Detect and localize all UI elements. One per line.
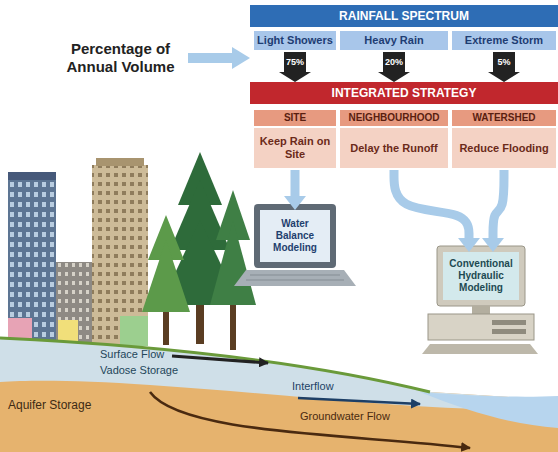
node-text: Light Showers bbox=[257, 34, 333, 47]
flow-label: Groundwater Flow bbox=[300, 410, 390, 423]
percentage-label: 75% bbox=[286, 57, 304, 67]
flow-connector bbox=[394, 170, 469, 238]
connector-group bbox=[482, 170, 504, 252]
connector-arrowhead bbox=[284, 196, 306, 210]
connector-arrowhead bbox=[458, 238, 480, 252]
disk-slot bbox=[492, 329, 526, 334]
surface-flow-arrow bbox=[172, 356, 268, 363]
connector-group bbox=[284, 170, 306, 210]
flow-label: Interflow bbox=[292, 380, 334, 393]
rainfall-box: Heavy Rain bbox=[340, 31, 448, 50]
laptop-bezel bbox=[254, 204, 336, 268]
laptop-base bbox=[234, 270, 356, 286]
scale-heading: SITE bbox=[254, 110, 336, 126]
node-text: RAINFALL SPECTRUM bbox=[254, 9, 554, 23]
volume-arrow bbox=[378, 52, 410, 82]
laptop-keys bbox=[246, 275, 344, 280]
strategy-box: WATERSHED Reduce Flooding bbox=[452, 110, 556, 168]
connector-group bbox=[488, 52, 520, 82]
monitor-stand bbox=[472, 306, 490, 314]
strategy-text: Reduce Flooding bbox=[452, 128, 556, 168]
flow-label: Aquifer Storage bbox=[8, 398, 91, 412]
node-text: Extreme Storm bbox=[455, 34, 553, 47]
pointer-arrow bbox=[188, 53, 234, 63]
tower-building bbox=[92, 165, 148, 345]
tower-building bbox=[8, 178, 56, 344]
volume-arrow bbox=[279, 52, 311, 82]
screen-box: Conventional Hydraulic Modeling bbox=[443, 252, 519, 300]
connector-group bbox=[279, 52, 311, 82]
node-text: Heavy Rain bbox=[343, 34, 445, 47]
strategy-box: NEIGHBOURHOOD Delay the Runoff bbox=[340, 110, 448, 168]
interflow-arrow bbox=[298, 398, 420, 404]
ground-surface bbox=[0, 338, 430, 392]
connector-group bbox=[378, 52, 410, 82]
tower-roof bbox=[96, 158, 144, 166]
banner-band: RAINFALL SPECTRUM bbox=[250, 5, 558, 27]
flow-connector bbox=[493, 170, 504, 238]
connector-group bbox=[394, 170, 480, 252]
scale-heading: WATERSHED bbox=[452, 110, 556, 126]
rainfall-box: Light Showers bbox=[254, 31, 336, 50]
keyboard bbox=[422, 344, 538, 354]
volume-arrow bbox=[488, 52, 520, 82]
pointer-arrowhead bbox=[232, 47, 250, 69]
percentage-label: 20% bbox=[385, 57, 403, 67]
computer-case bbox=[428, 314, 534, 340]
volume-note: Percentage of Annual Volume bbox=[58, 40, 183, 76]
percentage-label: 5% bbox=[497, 57, 510, 67]
connector-arrowhead bbox=[482, 238, 504, 252]
flow-label: Surface Flow bbox=[100, 348, 164, 361]
flow-connector bbox=[291, 170, 300, 196]
strategy-text: Delay the Runoff bbox=[340, 128, 448, 168]
node-text: Water Balance Modeling bbox=[263, 218, 327, 254]
groundwater-arrow bbox=[150, 392, 470, 448]
banner-band: INTEGRATED STRATEGY bbox=[250, 82, 558, 104]
strategy-text: Keep Rain on Site bbox=[254, 128, 336, 168]
strategy-box: SITE Keep Rain on Site bbox=[254, 110, 336, 168]
node-text: Conventional Hydraulic Modeling bbox=[446, 258, 516, 294]
soil-layer bbox=[0, 338, 558, 452]
low-building bbox=[56, 262, 92, 344]
water-body bbox=[420, 392, 558, 428]
node-text: INTEGRATED STRATEGY bbox=[254, 86, 554, 100]
scale-heading: NEIGHBOURHOOD bbox=[340, 110, 448, 126]
screen-box: Water Balance Modeling bbox=[260, 210, 330, 262]
rainfall-box: Extreme Storm bbox=[452, 31, 556, 50]
conifer-tree bbox=[142, 215, 190, 345]
flow-label: Vadose Storage bbox=[100, 364, 178, 377]
disk-slot bbox=[492, 320, 526, 325]
tower-roof bbox=[8, 172, 56, 180]
monitor-bezel bbox=[437, 246, 525, 306]
shop-front bbox=[120, 316, 148, 346]
